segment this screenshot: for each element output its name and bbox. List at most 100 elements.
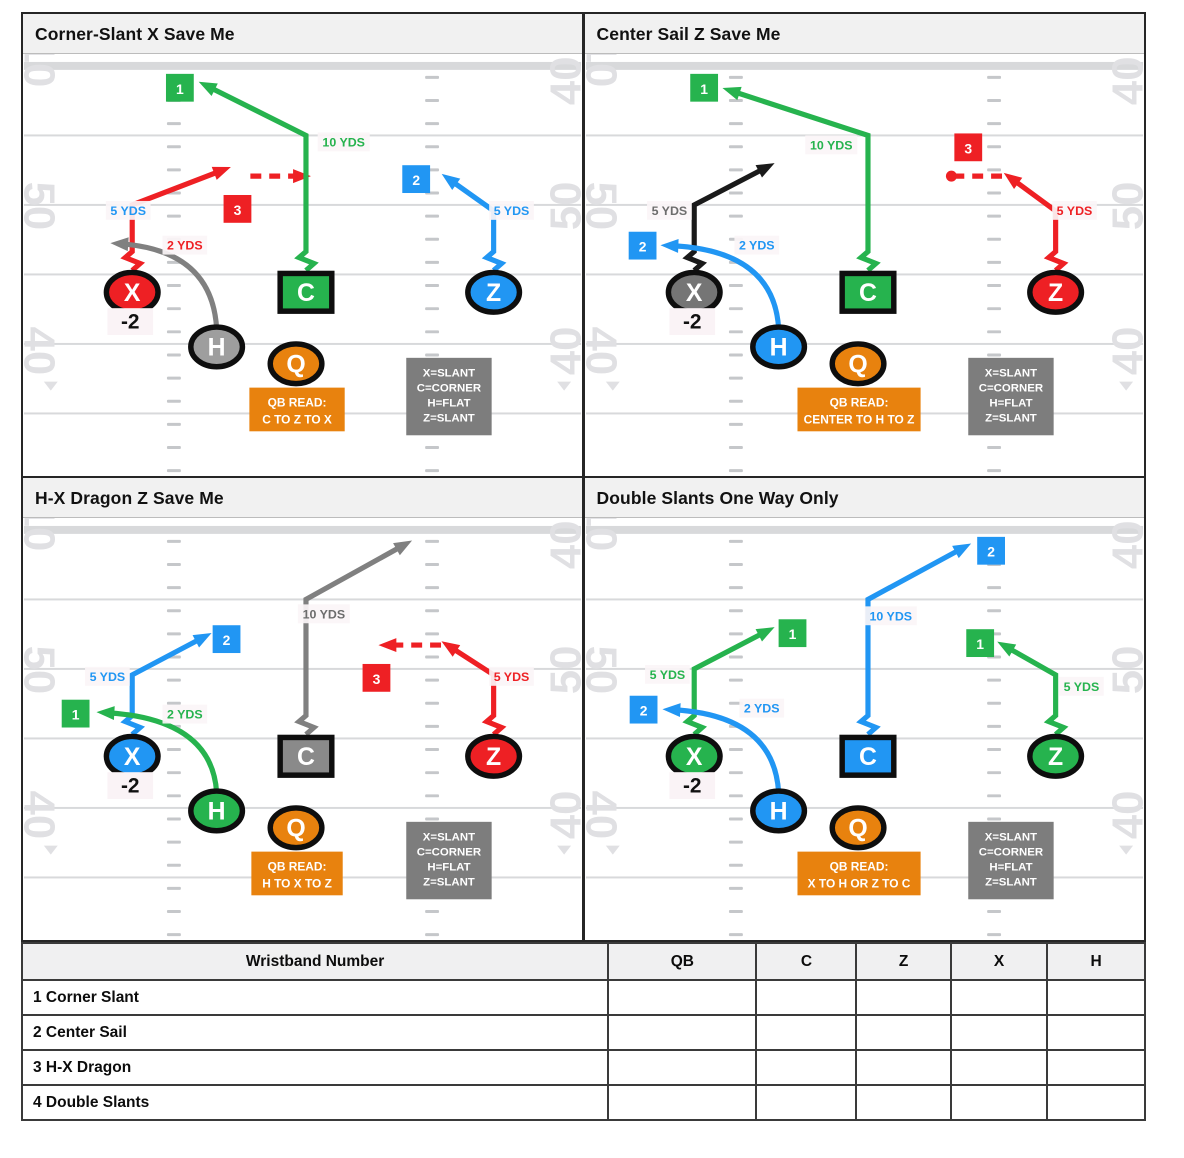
route-X-slant [681,164,768,273]
field-yard-number: 10 [585,518,625,551]
hash-mark [986,446,1001,449]
loss-label-bg [668,772,715,799]
read-order-number: 1 [72,707,80,723]
field-yard-number: 50 [1103,182,1143,231]
player-letter-H: H [208,798,226,825]
route-arrowhead-Z-slant [996,641,1016,657]
route-legend-box [406,821,492,900]
player-marker-H [749,324,807,370]
hash-mark [728,886,743,890]
hash-mark [986,469,1001,473]
hash-mark [728,284,743,288]
hash-mark [728,840,743,844]
svg-text:50: 50 [542,182,582,231]
svg-text:40: 40 [1103,791,1143,840]
route-C-seam [855,545,965,737]
hash-mark [166,469,181,473]
hash-mark [728,794,743,798]
route-legend-line: X=SLANT [423,832,475,844]
wristband-empty-cell [949,1014,1049,1051]
qb-read-progression: C TO Z TO X [262,412,332,426]
svg-text:50: 50 [542,646,582,695]
yard-line [585,598,1143,601]
hash-mark [986,910,1001,913]
field-yard-number: 40 [23,327,63,391]
yardage-label: 10 YDS [869,609,912,623]
hash-mark [728,562,743,566]
wristband-empty-cell [949,979,1049,1016]
read-order-number: 2 [987,544,995,560]
svg-text:50: 50 [1103,646,1143,695]
hash-mark [166,145,181,149]
hash-mark [166,886,181,890]
player-letter-Q: Q [848,815,867,842]
hash-mark [728,771,743,775]
wristband-empty-cell [949,1049,1049,1086]
hash-mark [986,122,1001,126]
read-order-number: 2 [638,239,646,255]
wristband-empty-cell [607,1049,758,1086]
hash-mark [728,145,743,149]
read-order-badge [965,629,994,658]
route-arrowhead-Z-slant [1003,172,1022,190]
hash-mark [166,748,181,752]
wristband-row: 4 Double Slants [20,1084,1146,1121]
field-yard-number: 50 [585,182,625,231]
route-arrowhead-X-slant [755,163,775,178]
hash-mark [425,122,440,126]
wristband-empty-cell [607,1084,758,1121]
hash-mark [166,168,181,172]
yardage-label: 5 YDS [1056,204,1092,218]
hash-mark [728,446,743,449]
yardage-label-bg [297,604,350,624]
yardage-label-bg [804,135,857,155]
hash-mark [986,98,1001,102]
read-order-badge [212,625,241,654]
route-X-slant [120,634,205,737]
hash-mark [425,145,440,149]
route-legend-line: H=FLAT [427,862,470,874]
wristband-empty-cell [755,1049,858,1086]
hash-mark [728,307,743,311]
player-marker-H [188,788,246,834]
route-X-slant [120,167,224,273]
yardage-label-bg [105,200,151,220]
qb-read-box [251,851,343,896]
field-yard-number: 40 [585,327,625,391]
hash-mark [166,817,181,821]
svg-text:10: 10 [585,54,625,87]
svg-text:40: 40 [23,327,63,376]
svg-text:40: 40 [542,791,582,840]
hash-mark [986,168,1001,172]
read-order-badge [362,663,391,692]
yardage-label: 2 YDS [738,239,774,253]
hash-mark [986,330,1001,334]
yardage-label: 5 YDS [649,668,685,682]
yardage-label: 10 YDS [809,138,852,152]
hash-mark [166,214,181,218]
route-legend-line: Z=SLANT [423,412,475,424]
yardage-label-bg [85,666,130,686]
player-marker-C [277,270,335,314]
read-order-badge [223,194,252,223]
qb-read-box [796,387,921,432]
hash-mark [166,609,181,613]
wristband-play-name: 4 Double Slants [20,1084,610,1121]
svg-text:40: 40 [585,791,625,840]
hash-mark [425,353,440,357]
route-arrowhead-Z-slant [441,173,461,190]
field-yard-number: 10 [23,518,63,551]
wristband-row: 1 Corner Slant [20,979,1146,1016]
player-letter-X: X [124,744,141,771]
loss-label-bg [668,308,715,335]
player-marker-C [838,270,897,314]
svg-text:40: 40 [23,791,63,840]
hash-mark [425,284,440,288]
route-legend-line: C=CORNER [978,847,1042,859]
hash-mark [166,539,181,543]
route-Z-slant [1008,176,1068,273]
play-title: Double Slants One Way Only [584,478,1144,518]
